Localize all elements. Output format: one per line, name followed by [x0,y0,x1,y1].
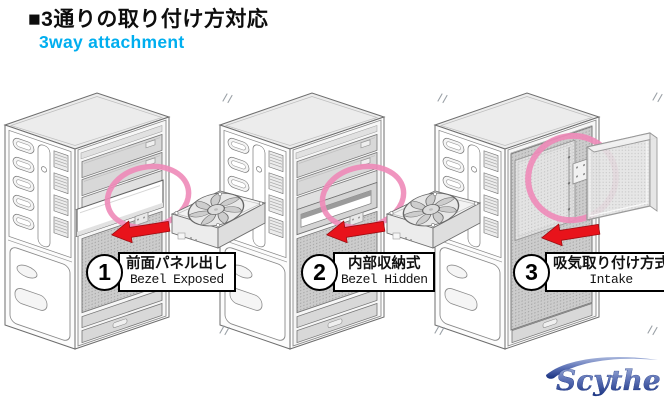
method-1-label-box: 前面パネル出し Bezel Exposed [118,252,236,293]
page-subtitle: 3way attachment [39,32,185,53]
method-3-label: 3 吸気取り付け方式 Intake [513,252,664,293]
method-2-label-box: 内部収納式 Bezel Hidden [333,252,436,293]
method-3-label-en: Intake [589,272,633,288]
method-3-label-box: 吸気取り付け方式 Intake [545,252,664,293]
method-1-number: 1 [86,253,123,291]
method-3-label-jp: 吸気取り付け方式 [553,256,664,272]
logo-text: Scythe [556,364,661,397]
method-3-number: 3 [513,253,550,291]
method-2-label-en: Bezel Hidden [341,272,428,288]
pc-tower-illustration-1 [4,92,170,350]
method-2-label-jp: 内部収納式 [347,256,421,272]
method-1-label: 1 前面パネル出し Bezel Exposed [86,252,236,293]
scythe-logo: Scythe [546,356,661,397]
method-2-label: 2 内部収納式 Bezel Hidden [301,252,436,293]
header: ■3通りの取り付け方対応 3way attachment [28,8,268,52]
page-title: ■3通りの取り付け方対応 [28,8,269,31]
logo-swoosh [546,356,658,379]
method-2-number: 2 [301,253,338,291]
intake-duct-illustration [586,132,658,221]
method-1-label-jp: 前面パネル出し [126,256,228,272]
method-1-label-en: Bezel Exposed [129,272,224,288]
